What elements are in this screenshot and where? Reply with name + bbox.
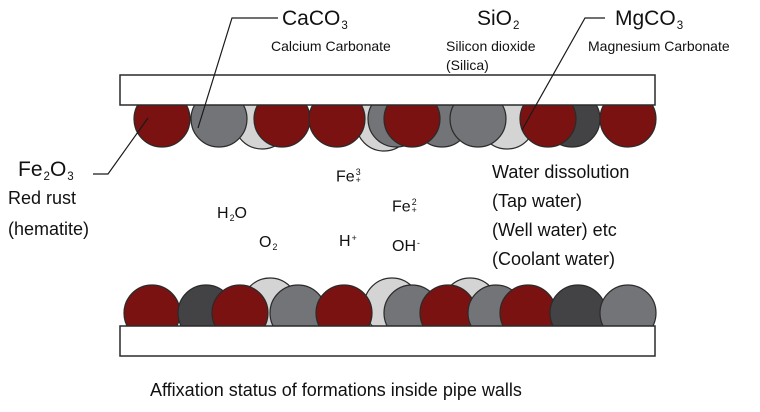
top-pipe-wall: [119, 74, 656, 106]
water-dissolution-title: Water dissolution: [492, 162, 630, 182]
hematite-label: (hematite): [8, 219, 90, 239]
red-rust-label: Red rust: [8, 188, 77, 208]
sio2-alt-name: (Silica): [446, 57, 489, 73]
h2o-molecule: H2O: [217, 205, 247, 224]
mgco3-formula: MgCO3: [615, 7, 684, 33]
mgco3-leader-line: [521, 17, 605, 131]
sio2-name: Silicon dioxide: [446, 38, 536, 54]
o2-molecule: O2: [259, 234, 278, 253]
well-water-label: (Well water) etc: [492, 220, 617, 240]
oh-minus-ion: OH-: [392, 238, 420, 255]
fe2o3-leader-line: [93, 117, 149, 175]
h-plus-ion: H+: [339, 233, 357, 250]
coolant-water-label: (Coolant water): [492, 249, 616, 269]
tap-water-label: (Tap water): [492, 191, 583, 211]
sio2-formula: SiO2: [477, 7, 520, 33]
caco3-leader-line: [197, 17, 278, 129]
caco3-formula: CaCO3: [282, 7, 348, 33]
mgco3-name: Magnesium Carbonate: [588, 38, 730, 54]
bottom-pipe-wall: [119, 325, 656, 357]
diagram-caption: Affixation status of formations inside p…: [150, 380, 522, 400]
caco3-name: Calcium Carbonate: [271, 38, 391, 54]
fe2o3-formula: Fe2O3: [18, 158, 74, 184]
